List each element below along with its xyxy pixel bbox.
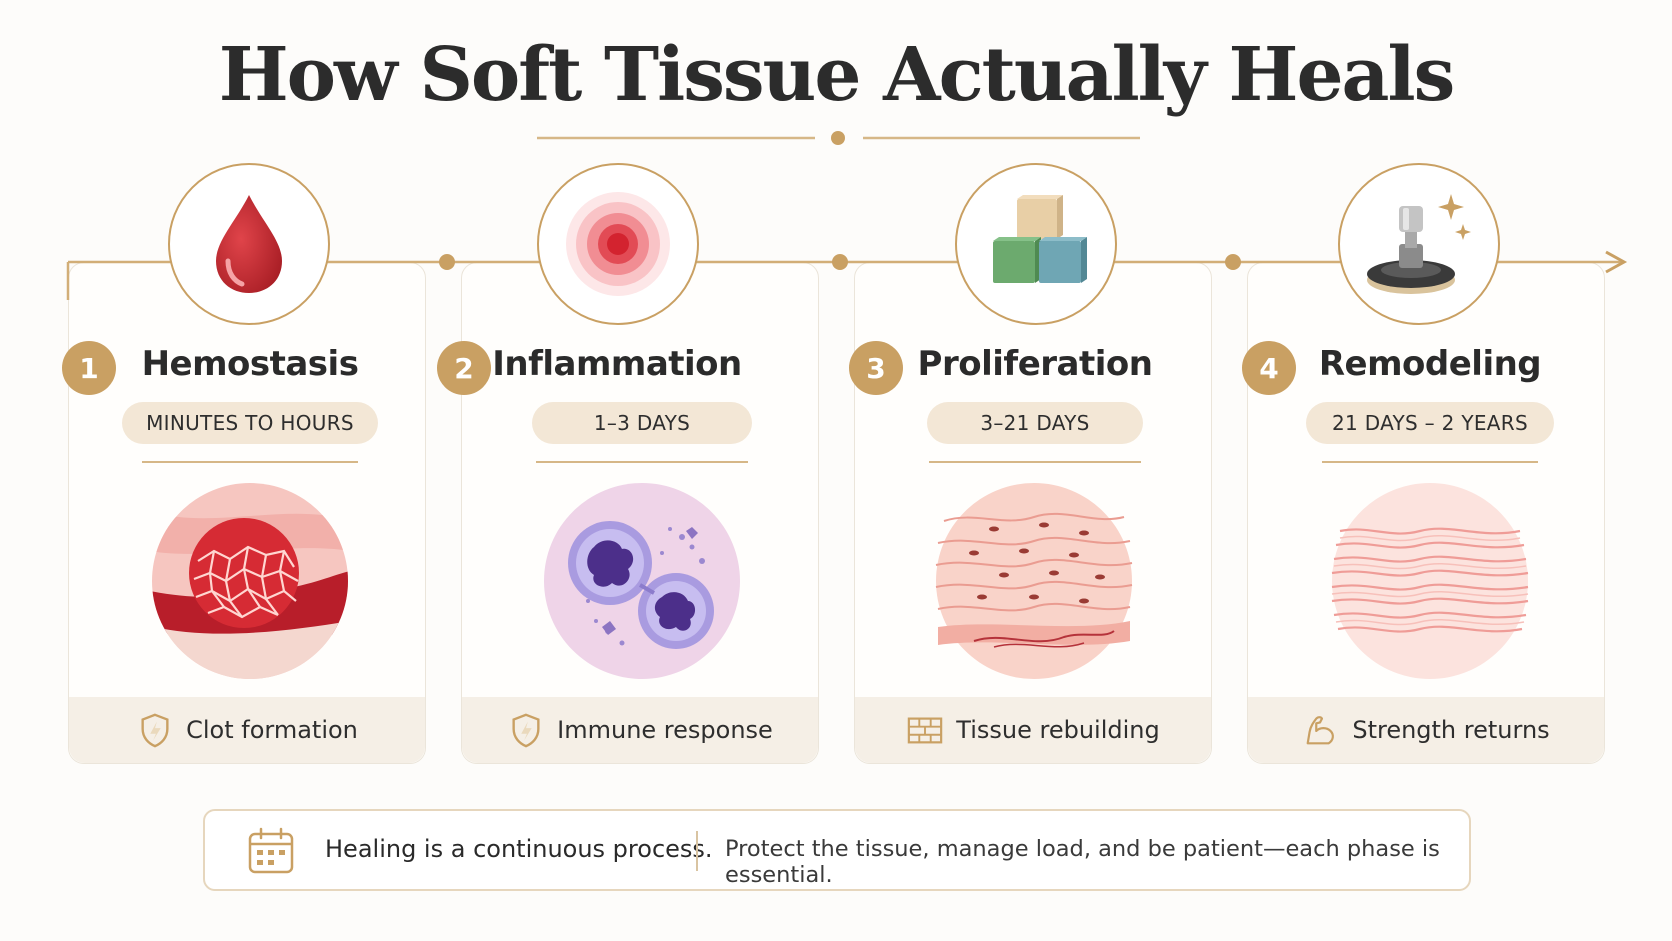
phase-outcome-label: Tissue rebuilding: [956, 716, 1160, 744]
phase-title-2: Inflammation: [492, 344, 742, 384]
phase-outcome-4: Strength returns: [1248, 697, 1604, 763]
phase-title-4: Remodeling: [1318, 344, 1542, 384]
phase-icon-circle-4: [1338, 163, 1500, 325]
pill-underline: [929, 461, 1141, 463]
immune-response-illustration: [544, 483, 740, 679]
page-title: How Soft Tissue Actually Heals: [218, 32, 1456, 118]
phase-icon-circle-1: [168, 163, 330, 325]
tissue-rebuilding-illustration: [935, 483, 1133, 679]
phase-outcome-label: Strength returns: [1352, 716, 1550, 744]
note-lead: Healing is a continuous process.: [325, 835, 713, 863]
duration-pill-1: MINUTES TO HOURS: [122, 402, 378, 444]
step-badge-3: 3: [849, 341, 903, 395]
title-ornament: [537, 131, 1140, 145]
duration-pill-3: 3–21 DAYS: [927, 402, 1143, 444]
phase-title-3: Proliferation: [917, 344, 1153, 384]
note-body: Protect the tissue, manage load, and be …: [725, 836, 1440, 888]
inflammation-target-icon: [566, 192, 670, 296]
phase-icon-circle-3: [955, 163, 1117, 325]
phase-card-2: Immune response: [461, 262, 819, 764]
note-divider: [696, 831, 698, 871]
calendar-icon: [248, 827, 294, 874]
duration-pill-4: 21 DAYS – 2 YEARS: [1306, 402, 1554, 444]
strength-returns-illustration: [1331, 483, 1529, 679]
phase-title-1: Hemostasis: [141, 344, 359, 384]
pill-underline: [142, 461, 358, 463]
duration-pill-2: 1–3 DAYS: [532, 402, 752, 444]
flexed-arm-icon: [1306, 716, 1335, 745]
blood-drop-icon: [216, 195, 282, 293]
shield-icon: [141, 713, 169, 748]
pill-underline: [536, 461, 748, 463]
brick-wall-icon: [908, 717, 943, 744]
healing-note: Healing is a continuous process. Protect…: [203, 809, 1471, 891]
phase-outcome-2: Immune response: [462, 697, 818, 763]
phase-icon-circle-2: [537, 163, 699, 325]
phase-outcome-label: Immune response: [557, 716, 773, 744]
pill-underline: [1322, 461, 1538, 463]
step-badge-4: 4: [1242, 341, 1296, 395]
press-stamp-icon: [1367, 194, 1471, 294]
step-badge-2: 2: [437, 341, 491, 395]
phase-outcome-label: Clot formation: [186, 716, 358, 744]
clot-formation-illustration: [152, 483, 348, 679]
building-blocks-icon: [993, 195, 1087, 283]
phase-outcome-1: Clot formation: [69, 697, 425, 763]
step-badge-1: 1: [62, 341, 116, 395]
shield-icon: [512, 713, 540, 748]
phase-outcome-3: Tissue rebuilding: [855, 697, 1211, 763]
